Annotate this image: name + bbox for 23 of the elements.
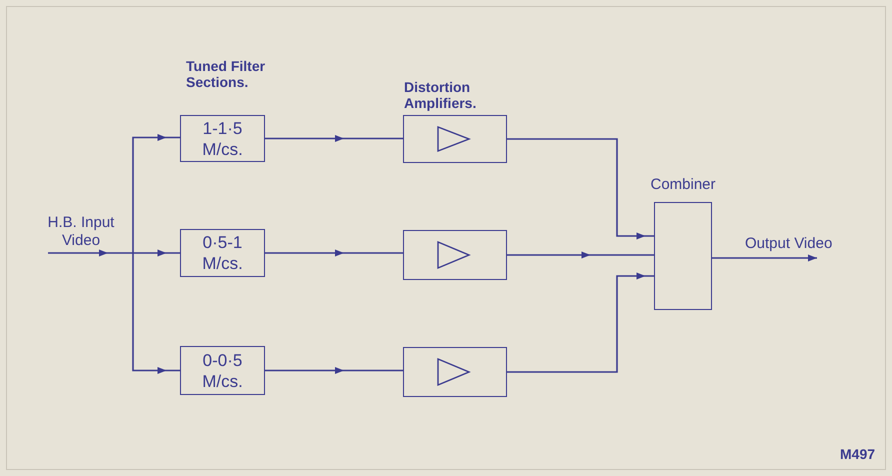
amplifier-box: [403, 115, 507, 163]
input-label: H.B. Input Video: [40, 214, 122, 250]
group-label: M497: [840, 446, 876, 462]
arrow: [507, 272, 654, 373]
amplifier-box: [403, 230, 507, 280]
arrow: [507, 252, 654, 258]
filter-box: 0·5-1 M/cs.: [180, 229, 265, 277]
arrow: [132, 134, 180, 253]
filter-box: 0-0·5 M/cs.: [180, 346, 265, 395]
filter-box: 1-1·5 M/cs.: [180, 115, 265, 162]
arrow: [132, 253, 180, 374]
edge-label: Output Video: [745, 236, 832, 251]
arrow: [265, 250, 403, 256]
group-label: Distortion Amplifiers.: [404, 79, 478, 111]
arrow: [48, 250, 133, 256]
block-heading: Combiner: [649, 177, 717, 192]
group-label: Tuned Filter Sections.: [186, 58, 266, 90]
arrow: [132, 250, 180, 256]
arrow: [265, 367, 403, 374]
arrow: [265, 135, 403, 142]
amplifier-box: [403, 347, 507, 397]
arrow: [712, 254, 817, 262]
arrow: [507, 138, 654, 240]
